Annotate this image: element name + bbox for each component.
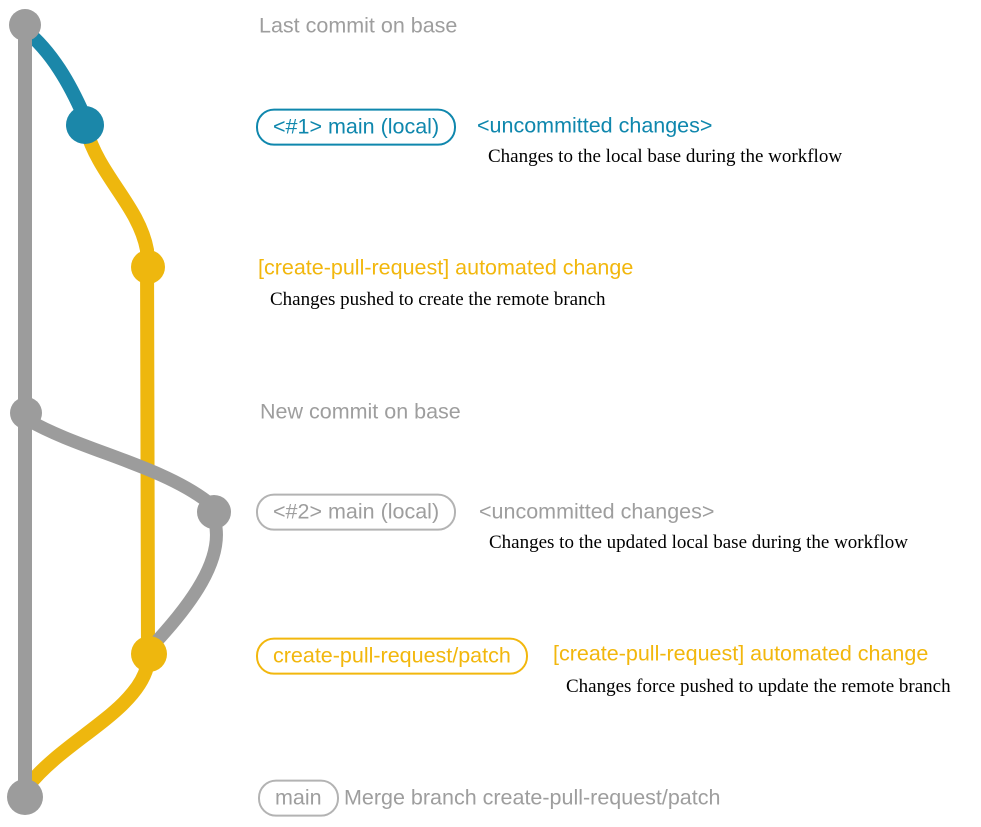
commit-dot-local-main-2 xyxy=(197,495,231,529)
uncommitted-changes-status-2: <uncommitted changes> xyxy=(479,499,715,524)
annotation-updated-local-base: Changes to the updated local base during… xyxy=(489,532,908,553)
annotation-create-remote: Changes pushed to create the remote bran… xyxy=(270,289,606,310)
branch-tag-main: main xyxy=(258,779,339,817)
new-commit-label: New commit on base xyxy=(260,399,461,424)
commit-dot-local-main-1 xyxy=(66,106,104,144)
last-commit-label: Last commit on base xyxy=(259,13,458,38)
patch-branch-line xyxy=(79,122,155,661)
commit-dot-new-base xyxy=(10,397,42,429)
commit-dot-merge xyxy=(7,779,43,815)
branch-tag-main-local-2: <#2> main (local) xyxy=(256,493,457,531)
branch-tag-main-local-1: <#1> main (local) xyxy=(256,108,457,146)
rebase-line xyxy=(149,515,223,649)
branch-tag-patch: create-pull-request/patch xyxy=(256,637,528,675)
uncommitted-changes-status-1: <uncommitted changes> xyxy=(477,113,713,138)
commit-dot-automated-change-2 xyxy=(131,636,167,672)
commit-message-automated-change-2: [create-pull-request] automated change xyxy=(553,641,929,666)
annotation-force-push: Changes force pushed to update the remot… xyxy=(566,676,951,697)
local-main-branch-line-1 xyxy=(18,23,91,123)
commit-dot-automated-change-1 xyxy=(131,250,165,284)
commit-message-merge: Merge branch create-pull-request/patch xyxy=(344,785,721,810)
commit-dot-last-base xyxy=(9,9,41,41)
commit-message-automated-change-1: [create-pull-request] automated change xyxy=(258,255,634,280)
local-main-branch-line-2 xyxy=(21,413,215,509)
merge-line xyxy=(21,660,154,793)
annotation-local-base: Changes to the local base during the wor… xyxy=(488,146,843,167)
